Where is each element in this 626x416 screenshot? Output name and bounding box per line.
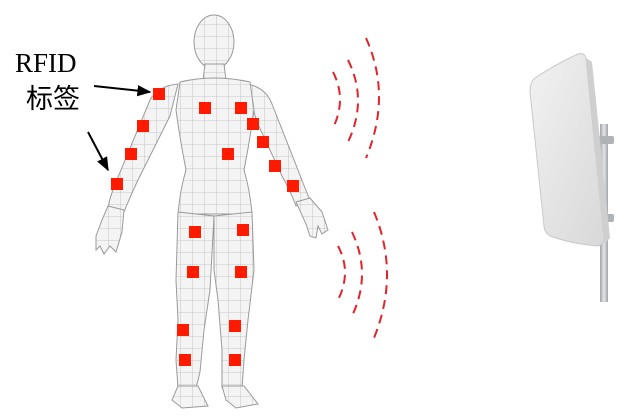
rfid-tag [237,224,249,236]
rfid-tag [229,354,241,366]
rfid-tag [125,148,137,160]
rfid-tag [189,226,201,238]
signal-wave-arc [333,72,340,128]
signal-wave-arc [348,60,358,142]
rfid-tag [235,102,247,114]
rfid-tag [177,324,189,336]
rfid-tag [269,160,281,172]
signal-wave-arc [366,38,379,158]
signal-wave-arc [352,232,362,316]
figure-left-hand [96,206,124,254]
rfid-label-line1: RFID [15,48,77,78]
human-figure [96,15,328,408]
label-arrow-lower [88,132,108,170]
rfid-tag [287,180,299,192]
signal-waves-upper [333,38,379,158]
rfid-tag [222,148,234,160]
rfid-tag [179,354,191,366]
label-arrow-upper [94,86,150,92]
figure-right-hand [296,198,328,238]
signal-waves-lower [338,212,387,338]
figure-left-arm [108,84,178,212]
figure-head [194,15,234,69]
rfid-tag [199,102,211,114]
rfid-tag [111,178,123,190]
signal-wave-arc [374,212,387,338]
rfid-tag [187,266,199,278]
figure-torso [176,78,254,214]
rfid-tag [229,320,241,332]
rfid-tag [235,266,247,278]
figure-left-foot [172,386,208,408]
rfid-tag [257,136,269,148]
figure-right-foot [222,386,258,408]
signal-wave-arc [338,246,345,300]
rfid-tag [137,120,149,132]
rfid-panel-antenna [530,54,614,303]
rfid-tag [247,118,259,130]
rfid-label-line2: 标签 [26,84,80,114]
rfid-tag [153,88,165,100]
